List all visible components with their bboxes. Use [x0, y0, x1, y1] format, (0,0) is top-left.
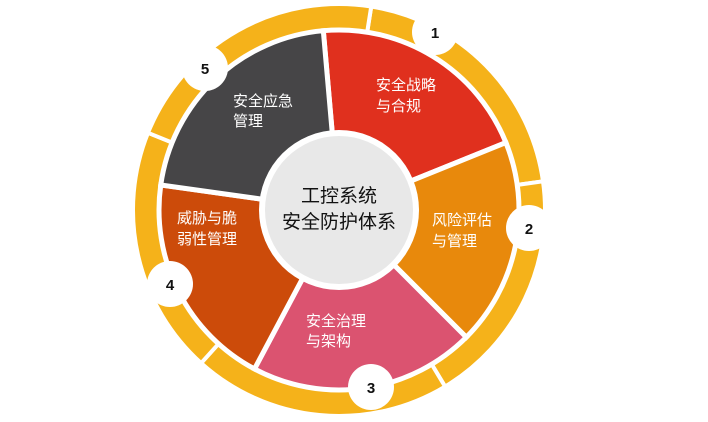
number-badge-2: 2: [506, 205, 552, 251]
segment-3-label-line1: 安全治理: [306, 312, 366, 330]
number-badge-1: 1: [412, 9, 458, 55]
center-title-line1: 工控系统: [301, 185, 377, 207]
segment-5-label-line1: 安全应急: [233, 92, 293, 110]
segment-1-label-line1: 安全战略: [376, 76, 436, 94]
segment-4-label-line2: 弱性管理: [177, 230, 237, 248]
number-3: 3: [367, 380, 375, 397]
segment-2-label-line1: 风险评估: [432, 211, 492, 229]
segment-2-label-line2: 与管理: [432, 232, 477, 250]
segment-5-label-line2: 管理: [233, 112, 263, 130]
number-2: 2: [525, 221, 533, 238]
number-4: 4: [166, 277, 175, 294]
center-circle: [265, 136, 413, 284]
segment-4-label-line1: 威胁与脆: [177, 209, 237, 227]
segment-1-label-line2: 与合规: [376, 97, 421, 115]
segment-3-label-line2: 与架构: [306, 332, 351, 350]
number-5: 5: [201, 61, 209, 78]
number-badge-5: 5: [182, 45, 228, 91]
number-1: 1: [431, 25, 439, 42]
number-badge-3: 3: [348, 364, 394, 410]
number-badge-4: 4: [147, 261, 193, 307]
center-title-line2: 安全防护体系: [282, 211, 396, 233]
